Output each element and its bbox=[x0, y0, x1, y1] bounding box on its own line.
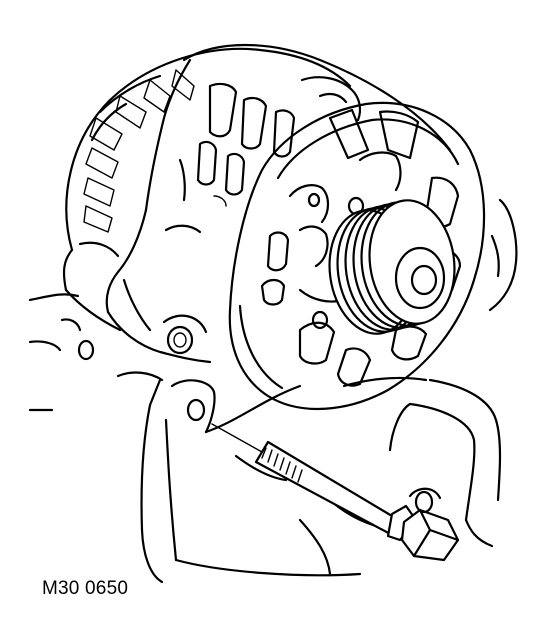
pulley-nut bbox=[410, 264, 438, 296]
bolt-head-hex bbox=[400, 508, 460, 562]
figure-reference-code: M30 0650 bbox=[42, 578, 129, 599]
engine-mounting-bracket bbox=[28, 198, 518, 584]
bracket-bolt-hole bbox=[186, 398, 206, 422]
mounting-ear-lower bbox=[166, 325, 194, 355]
alternator-body bbox=[105, 43, 452, 364]
bracket-bolt-boss bbox=[414, 490, 434, 514]
front-plate-screw-lower bbox=[311, 310, 329, 330]
alternator-pulley bbox=[328, 199, 456, 335]
mounting-bolt bbox=[211, 423, 460, 562]
alternator-rear-housing bbox=[62, 47, 352, 332]
pulley-hub bbox=[394, 246, 446, 310]
